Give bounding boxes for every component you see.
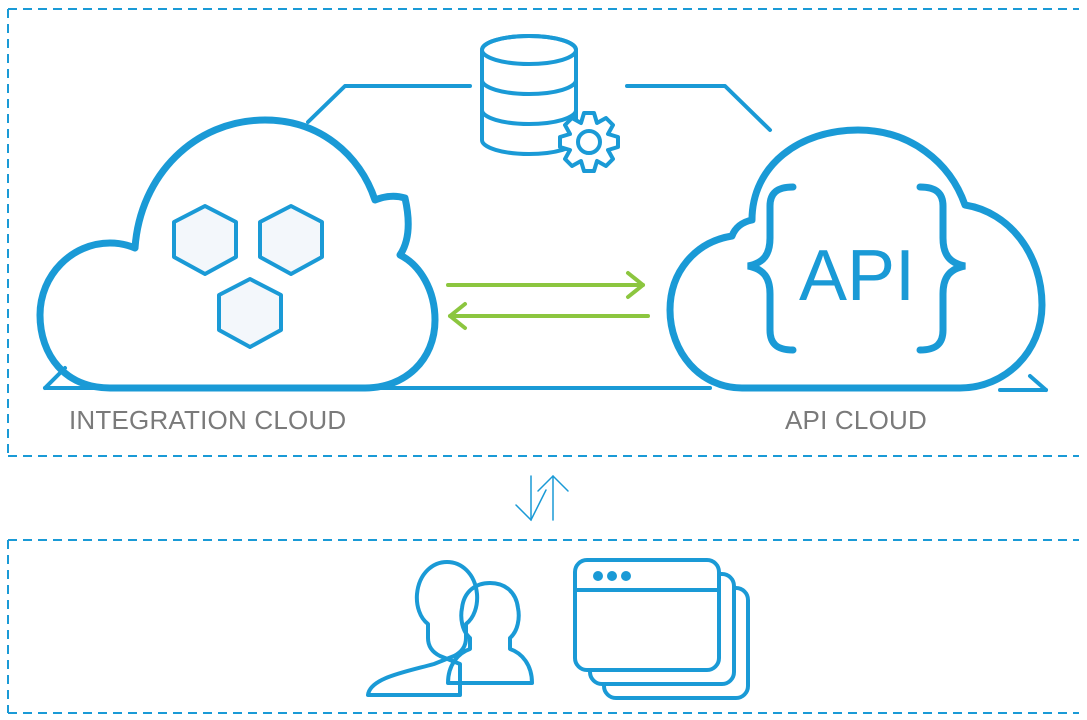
integration-cloud-label: INTEGRATION CLOUD	[69, 405, 347, 435]
database-connectors	[306, 84, 772, 132]
api-braces-icon: API	[747, 183, 966, 354]
browser-windows-icon	[573, 558, 750, 700]
cloud-region-border	[7, 8, 1079, 457]
api-cloud-label: API CLOUD	[785, 405, 927, 435]
exchange-arrows	[446, 271, 650, 330]
hexagon-cluster-icon	[172, 204, 324, 349]
client-region-border	[7, 539, 1079, 714]
database-gear-icon	[480, 34, 620, 173]
api-cloud	[666, 126, 1046, 392]
api-text: API	[799, 236, 915, 316]
integration-cloud	[36, 116, 439, 392]
users-icon	[366, 560, 534, 697]
bidirectional-arrows-icon	[515, 474, 569, 522]
